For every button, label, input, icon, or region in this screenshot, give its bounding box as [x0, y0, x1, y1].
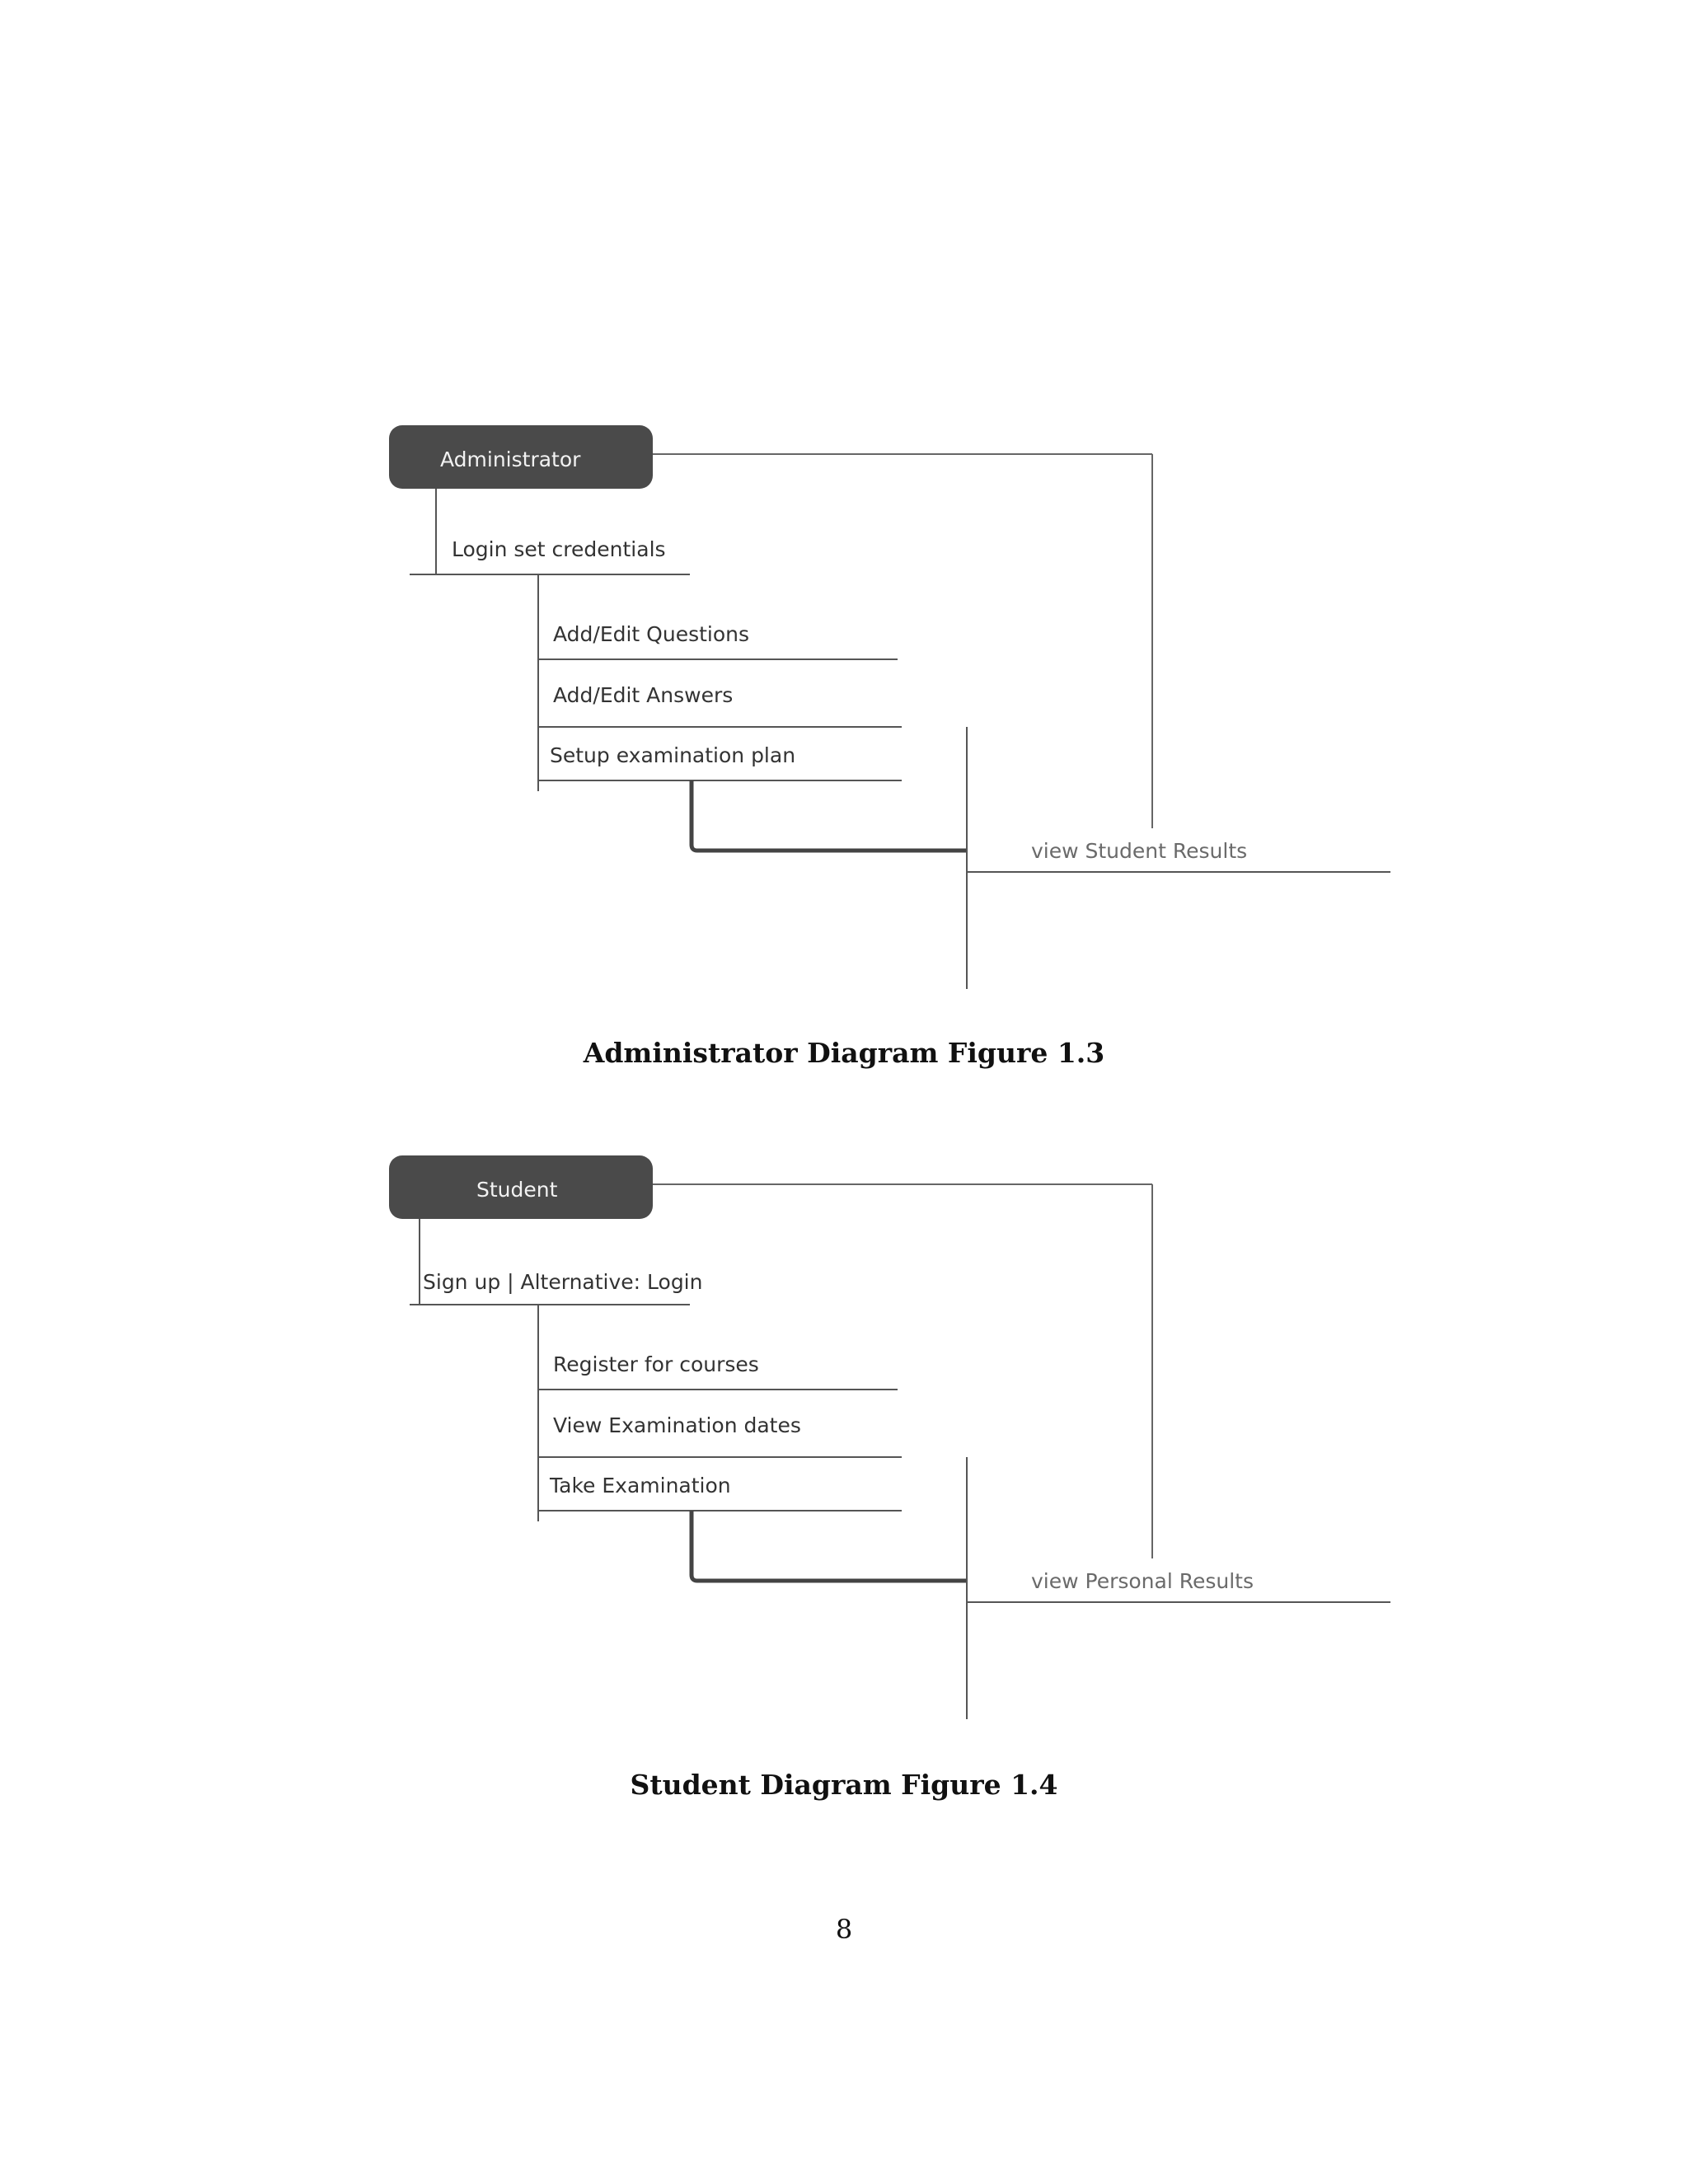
- administrator-diagram-svg: Administrator Login set credentials Add/…: [389, 425, 1390, 989]
- actor-box: [389, 425, 653, 489]
- student-diagram: Student Sign up | Alternative: Login Reg…: [0, 1126, 1688, 1752]
- figure-caption: Administrator Diagram Figure 1.3: [583, 1037, 1105, 1069]
- login-step-label: Login set credentials: [452, 537, 666, 561]
- page-number: 8: [835, 1914, 853, 1945]
- actor-box: [389, 1155, 653, 1219]
- task-3-label: Setup examination plan: [550, 743, 795, 767]
- actor-label: Student: [476, 1178, 558, 1202]
- administrator-diagram: Administrator Login set credentials Add/…: [0, 396, 1688, 1022]
- task-1-label: Add/Edit Questions: [553, 622, 749, 646]
- task-1-label: Register for courses: [553, 1352, 759, 1376]
- task-2-label: View Examination dates: [553, 1413, 801, 1437]
- task-2-label: Add/Edit Answers: [553, 683, 733, 707]
- tasks-to-results-thick-connector: [689, 780, 966, 853]
- figure-caption: Student Diagram Figure 1.4: [630, 1769, 1058, 1801]
- tasks-to-results-thick-connector: [689, 1511, 966, 1583]
- result-step-label: view Student Results: [1031, 839, 1247, 863]
- task-3-label: Take Examination: [549, 1474, 731, 1497]
- student-diagram-svg: Student Sign up | Alternative: Login Reg…: [389, 1155, 1390, 1719]
- actor-label: Administrator: [440, 448, 581, 471]
- result-step-label: view Personal Results: [1031, 1569, 1254, 1593]
- login-step-label: Sign up | Alternative: Login: [423, 1270, 702, 1294]
